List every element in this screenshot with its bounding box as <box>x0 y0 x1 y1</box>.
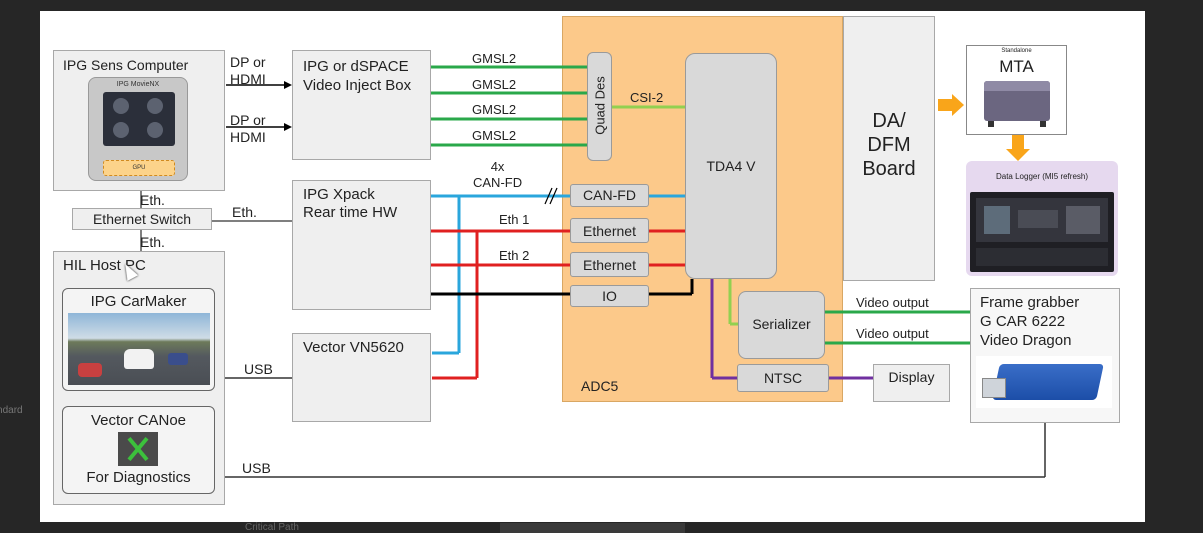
ntsc-label: NTSC <box>763 370 803 386</box>
serializer-label: Serializer <box>752 316 811 332</box>
eth-label-top: Eth. <box>140 192 165 208</box>
csi2-label: CSI-2 <box>630 90 664 105</box>
connection-lines <box>140 65 1046 478</box>
data-logger-label: Data Logger (MI5 refresh) <box>995 172 1089 181</box>
gmsl-label-2: GMSL2 <box>472 77 517 92</box>
serializer-box <box>738 291 825 359</box>
ethernet-switch-box <box>72 208 212 230</box>
io-port-label: IO <box>602 288 617 304</box>
video-dragon-device <box>976 356 1112 408</box>
ethernet-port-2-label: Ethernet <box>583 257 636 273</box>
mta-big-label: MTA <box>999 57 1034 76</box>
video-output-label-1: Video output <box>856 295 929 310</box>
movienx-screen: IPG MovieNX GPU <box>88 77 188 181</box>
io-port <box>570 285 649 307</box>
dfm-board <box>843 16 935 281</box>
display-label: Display <box>888 369 935 385</box>
ethernet-port-1 <box>570 218 649 243</box>
display-box <box>873 364 950 402</box>
eth-label-right: Eth. <box>232 204 257 220</box>
canoe-box <box>62 406 215 494</box>
usb-label-1: USB <box>244 361 273 377</box>
hil-host-pc-label: HIL Host PC <box>63 257 146 274</box>
canfd-port <box>570 184 649 207</box>
eth1-label: Eth 1 <box>499 212 530 227</box>
eth2-label: Eth 2 <box>499 248 530 263</box>
side-fragment-label: Standard <box>0 405 23 416</box>
video-inject-box <box>292 50 431 160</box>
bottom-bar <box>500 523 685 533</box>
gmsl-label-3: GMSL2 <box>472 102 517 117</box>
ethernet-port-2 <box>570 252 649 277</box>
gmsl-label-4: GMSL2 <box>472 128 517 143</box>
carmaker-screenshot <box>68 313 210 385</box>
canoe-label: Vector CANoe <box>90 412 187 429</box>
gmsl-label-1: GMSL2 <box>472 51 517 66</box>
adc5-label: ADC5 <box>581 378 619 394</box>
ipg-xpack-box <box>292 180 431 310</box>
ethernet-port-1-label: Ethernet <box>583 223 636 239</box>
quad-des-label: Quad Des <box>592 76 608 135</box>
tda4v-chip <box>685 53 777 279</box>
carmaker-label: IPG CarMaker <box>90 293 187 310</box>
video-output-label-2: Video output <box>856 326 929 341</box>
quad-des-box <box>587 52 612 161</box>
canfd-port-label: CAN-FD <box>583 187 636 203</box>
movienx-label: IPG MovieNX <box>116 81 160 88</box>
ntsc-box <box>737 364 829 392</box>
canoe-icon <box>118 432 158 466</box>
vector-vn5620-box <box>292 333 431 422</box>
tda4v-label: TDA4 V <box>706 158 756 174</box>
eth-label-bottom: Eth. <box>140 234 165 250</box>
camera-grid <box>103 92 175 146</box>
canoe-diagnostics-label: For Diagnostics <box>86 469 191 486</box>
sens-computer-title: IPG Sens Computer <box>63 57 189 73</box>
data-logger-rack <box>970 192 1114 272</box>
vector-vn5620-label: Vector VN5620 <box>303 339 404 356</box>
gpu-chip: GPU <box>103 160 175 176</box>
ethernet-switch-label: Ethernet Switch <box>92 211 192 227</box>
mta-device-image <box>984 81 1050 127</box>
usb-label-2: USB <box>242 460 271 476</box>
bottom-fragment-label: Critical Path <box>245 522 299 533</box>
mta-small-label: Standalone <box>1001 48 1032 54</box>
